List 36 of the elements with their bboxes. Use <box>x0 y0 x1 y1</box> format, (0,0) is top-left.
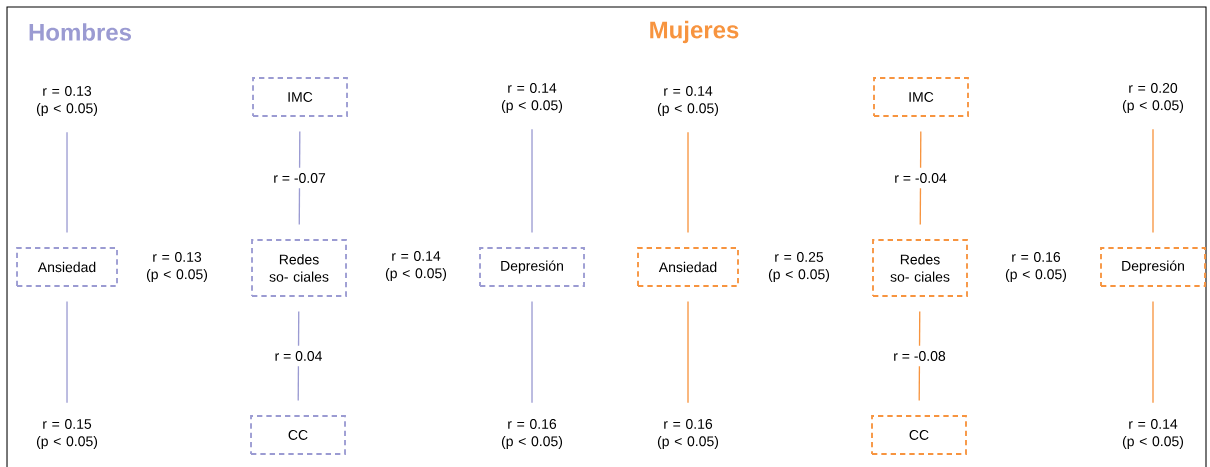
correlation-label: r = 0.14 (p < 0.05) <box>657 86 719 116</box>
connector-line <box>687 300 689 404</box>
panel-heading: Hombres <box>29 23 132 41</box>
connector-line <box>66 300 68 404</box>
correlation-label: r = 0.15 (p < 0.05) <box>36 419 98 449</box>
connector-line <box>531 300 533 404</box>
panel-heading: Mujeres <box>650 20 739 44</box>
correlation-label: r = 0.16 (p < 0.05) <box>501 419 563 449</box>
edge-label: r = -0.04 <box>888 167 953 189</box>
connector-line <box>687 131 689 234</box>
correlation-label: r = 0.25 (p < 0.05) <box>768 252 830 282</box>
correlation-label: r = 0.20 (p < 0.05) <box>1122 83 1184 113</box>
variable-box: Redes so- ciales <box>251 239 347 297</box>
correlation-label: r = 0.14 (p < 0.05) <box>1122 419 1184 449</box>
connector-line <box>66 131 68 234</box>
correlation-label: r = 0.14 (p < 0.05) <box>501 83 563 113</box>
variable-box: Redes so- ciales <box>872 239 968 297</box>
correlation-label: r = 0.16 (p < 0.05) <box>1005 252 1067 282</box>
variable-box: Depresión <box>1100 247 1206 287</box>
connector-line <box>1152 128 1154 234</box>
variable-box: Ansiedad <box>637 247 739 287</box>
edge-label: r = 0.04 <box>269 345 328 367</box>
correlation-label: r = 0.13 (p < 0.05) <box>36 86 98 116</box>
variable-box: IMC <box>873 77 969 117</box>
connector-line <box>531 128 533 234</box>
edge-label: r = -0.08 <box>887 345 952 367</box>
correlation-label: r = 0.16 (p < 0.05) <box>657 419 719 449</box>
variable-box: Depresión <box>479 247 585 287</box>
edge-label: r = -0.07 <box>267 167 332 189</box>
correlation-label: r = 0.14 (p < 0.05) <box>385 251 447 281</box>
variable-box: IMC <box>252 77 348 117</box>
variable-box: CC <box>250 415 346 455</box>
connector-line <box>1152 300 1154 404</box>
correlation-label: r = 0.13 (p < 0.05) <box>146 252 208 282</box>
variable-box: Ansiedad <box>16 247 118 287</box>
variable-box: CC <box>871 415 967 455</box>
